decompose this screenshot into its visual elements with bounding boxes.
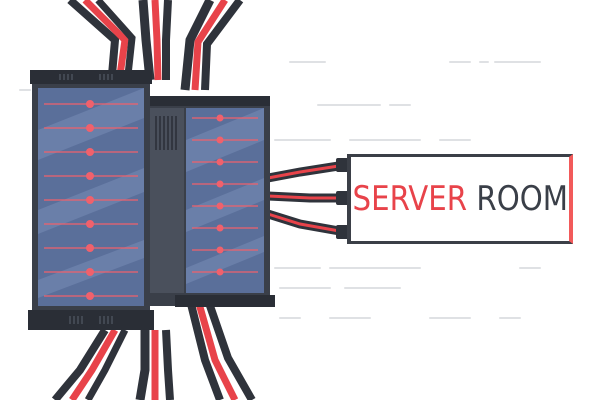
server-room-sign: SERVER ROOM xyxy=(347,154,573,244)
sign-space xyxy=(467,179,476,219)
bottom-cables xyxy=(51,298,256,400)
sign-main-word: ROOM xyxy=(476,179,568,219)
sign-accent-word: SERVER xyxy=(352,179,467,219)
top-cables xyxy=(67,0,244,91)
side-cables xyxy=(266,158,350,239)
speed-lines xyxy=(19,61,541,319)
server-rack-left xyxy=(28,70,154,330)
sign-title: SERVER ROOM xyxy=(352,182,567,216)
server-rack-right xyxy=(145,96,275,307)
